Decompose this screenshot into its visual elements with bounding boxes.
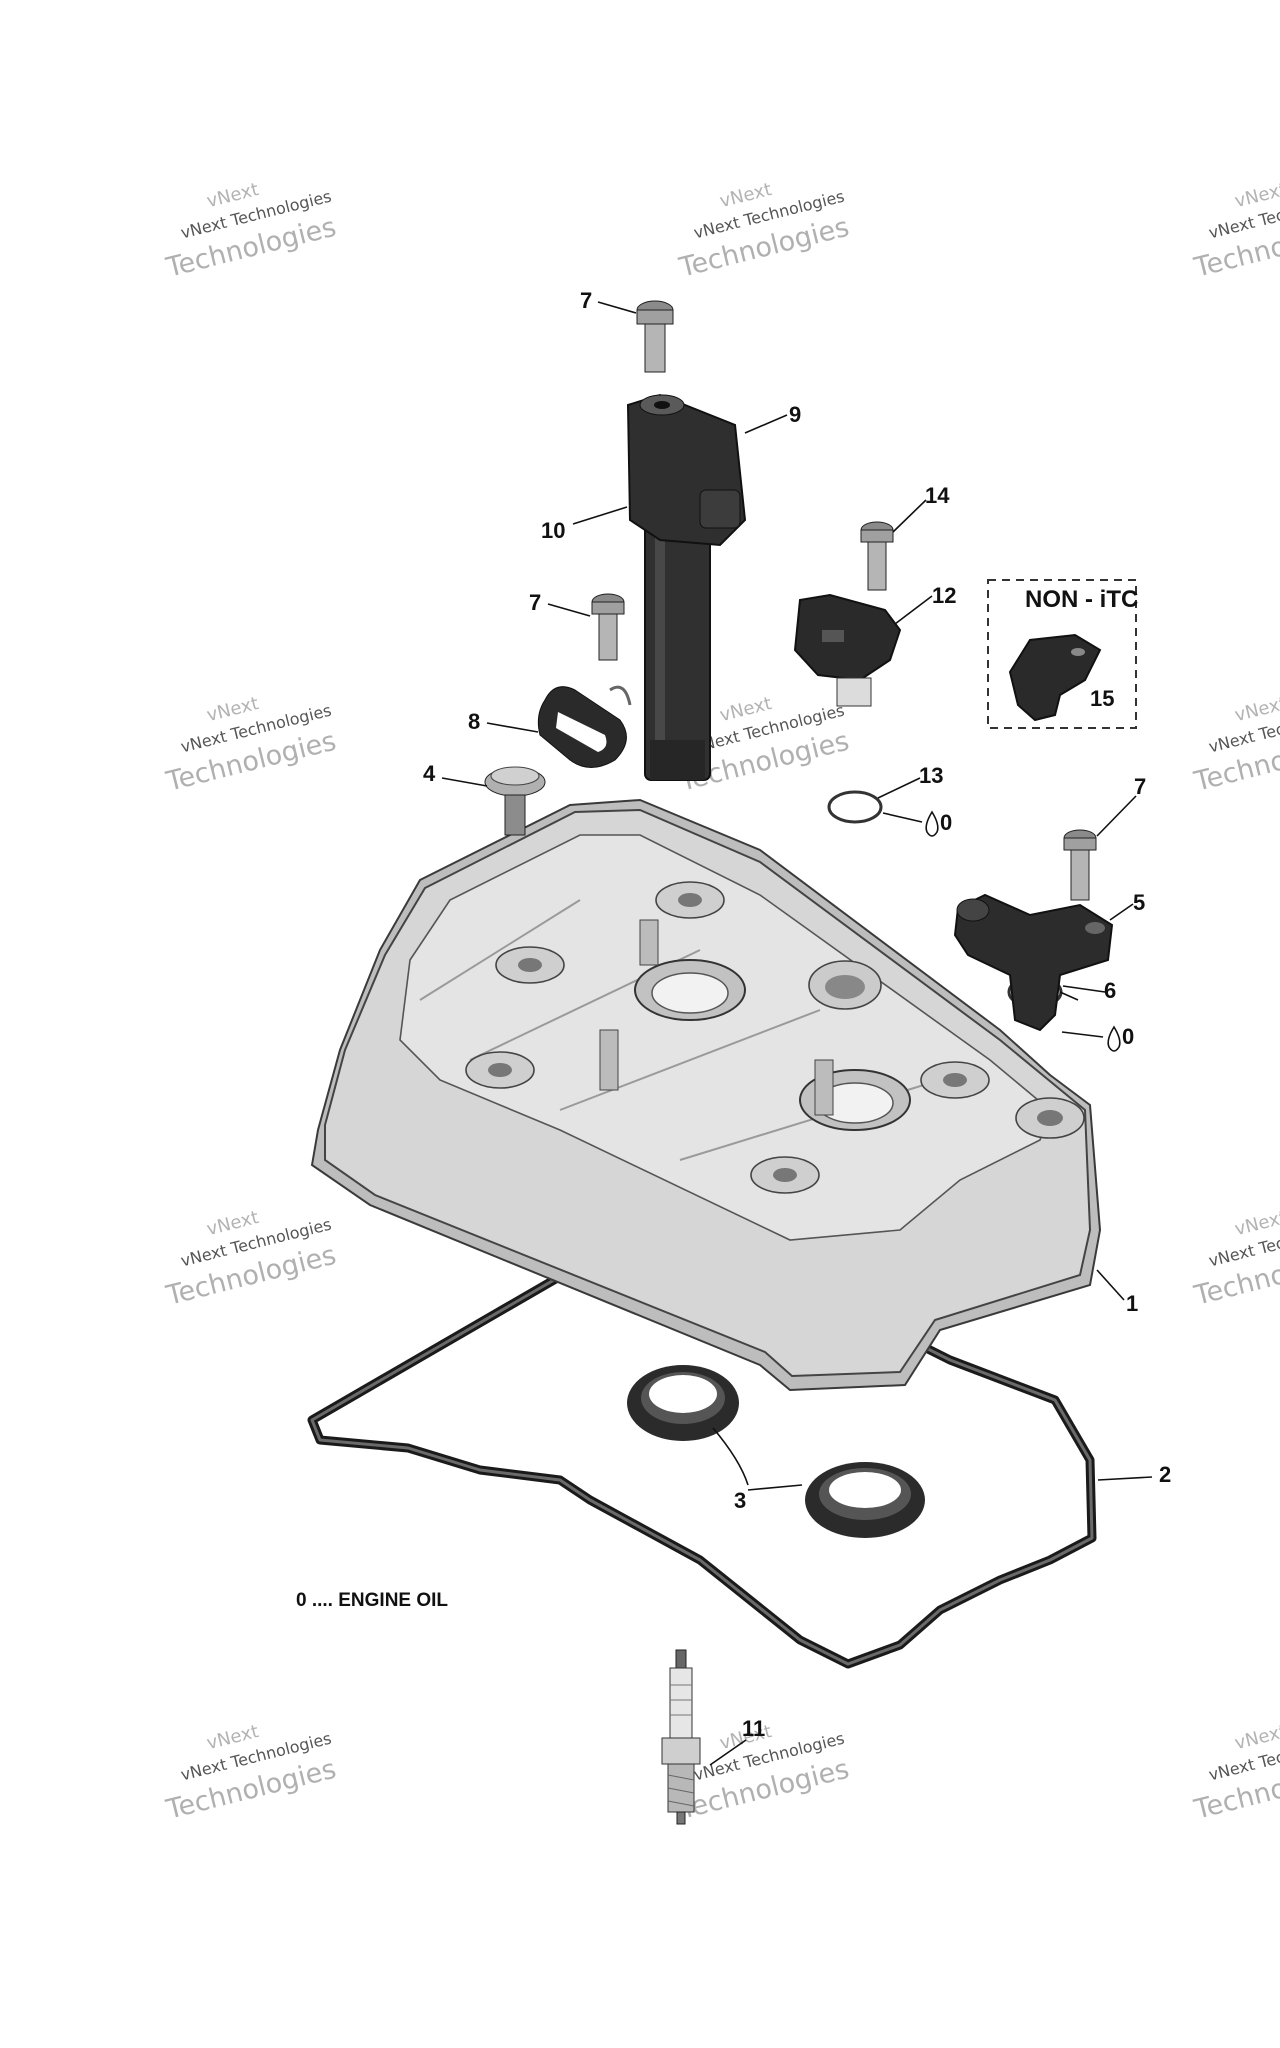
watermark: vNext vNext Technologies Technologies: [162, 179, 339, 284]
watermark: vNext vNext Technologies Technologies: [162, 693, 339, 798]
bolt-hole: [773, 1168, 797, 1182]
leader-line: [882, 812, 923, 823]
callout-label: 11: [742, 1716, 765, 1741]
leader-line: [486, 722, 539, 733]
leader-line: [1096, 795, 1137, 837]
callout-label: 6: [1104, 978, 1116, 1003]
leader-line: [744, 414, 788, 434]
coolant-outlet-fitting: [953, 893, 1114, 1032]
leader-line: [441, 777, 488, 787]
post: [814, 1059, 834, 1116]
non-itc-box: NON - iTC: [987, 579, 1138, 729]
leader-line: [892, 499, 927, 533]
leader-line: [1097, 1476, 1153, 1481]
leader-line: [597, 301, 637, 314]
callout-label: 15: [1090, 686, 1114, 711]
clamp: [537, 685, 632, 768]
leader-line: [1059, 991, 1079, 1001]
leader-line: [877, 777, 921, 799]
callout-label: 0: [940, 810, 952, 835]
bolt-hole: [518, 958, 542, 972]
callout-label: 4: [423, 761, 436, 786]
callout-label: 12: [932, 583, 956, 608]
callout-label: 7: [580, 288, 592, 313]
valve-cover: [310, 798, 1102, 1392]
callout-label: 0: [1122, 1024, 1134, 1049]
valve-cover-gasket-inner: [310, 1260, 1094, 1666]
watermark: vNext vNext Technologies Technologies: [162, 1207, 339, 1312]
leader-line: [1096, 1269, 1125, 1301]
leader-line: [747, 1484, 803, 1491]
watermark: vNext vNext Technologies Technologies: [1190, 693, 1280, 798]
callout-label: 5: [1133, 890, 1145, 915]
post: [639, 919, 659, 966]
callout-label: 9: [789, 402, 801, 427]
bolt-hole: [678, 893, 702, 907]
sensor-cover: [1008, 633, 1102, 722]
watermark: vNext vNext Technologies Technologies: [162, 1721, 339, 1826]
leader-line: [547, 603, 591, 617]
engine-oil-note: 0 .... ENGINE OIL: [296, 1590, 448, 1611]
bolt-hole: [488, 1063, 512, 1077]
callout-label: 7: [529, 590, 541, 615]
leader-line: [1062, 985, 1106, 993]
valve-cover-top: [399, 834, 1051, 1241]
leader-line: [1061, 1031, 1104, 1038]
watermark: vNext vNext Technologies Technologies: [1190, 1721, 1280, 1826]
bolt-hole: [1037, 1110, 1063, 1126]
non-itc-label: NON - iTC: [1025, 586, 1138, 613]
bolt-hole: [943, 1073, 967, 1087]
post: [599, 1029, 619, 1091]
valve-cover-rib: [419, 899, 941, 1161]
leader-line: [712, 1427, 749, 1486]
leader-line: [709, 1739, 747, 1766]
callout-label: 10: [541, 518, 565, 543]
bolt: [636, 300, 674, 373]
bolt: [591, 593, 625, 661]
spark-plug-well-hole: [651, 972, 729, 1014]
sensor-boss-hole: [825, 975, 865, 999]
camshaft-position-sensor: [793, 593, 902, 707]
plug-tube-seal: [805, 1462, 925, 1538]
o-ring: [827, 790, 883, 824]
ignition-coil: [626, 393, 747, 781]
callout-label: 8: [468, 709, 480, 734]
callout-label: 7: [1134, 774, 1146, 799]
callout-label: 13: [919, 763, 943, 788]
oil-drop-icon: [925, 810, 939, 837]
breather-plug: [484, 766, 546, 836]
bolt: [1063, 829, 1097, 901]
callout-label: 1: [1126, 1291, 1138, 1316]
watermark: vNext vNext Technologies Technologies: [675, 179, 852, 284]
bolt: [860, 521, 894, 591]
plug-tube-seal: [627, 1365, 739, 1441]
leader-line: [572, 506, 628, 525]
callout-label: 14: [925, 483, 950, 508]
callout-label: 3: [734, 1488, 746, 1513]
watermark: vNext vNext Technologies Technologies: [1190, 1207, 1280, 1312]
leader-line: [1109, 903, 1134, 921]
callout-label: 2: [1159, 1462, 1171, 1487]
leader-line: [894, 595, 933, 625]
oil-drop-icon: [1107, 1025, 1121, 1052]
spark-plug: [661, 1649, 701, 1825]
watermark: vNext vNext Technologies Technologies: [1190, 179, 1280, 284]
